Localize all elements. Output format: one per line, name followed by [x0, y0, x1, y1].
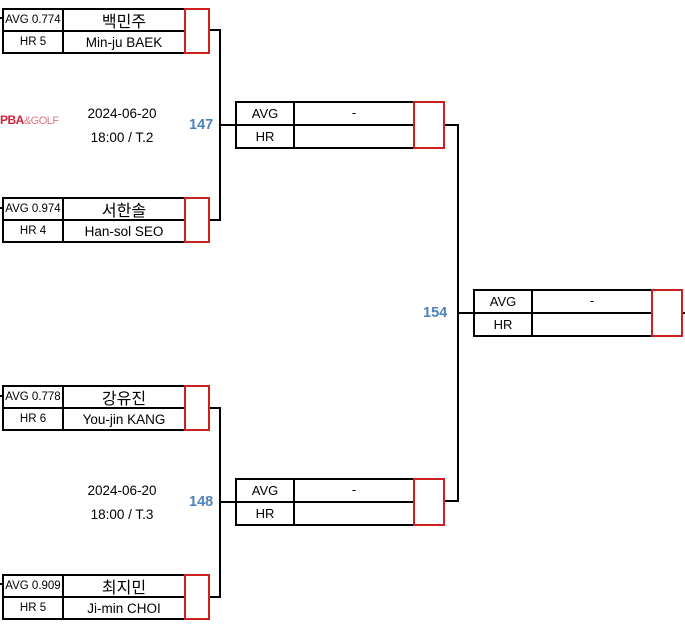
result-box: AVG HR -: [473, 289, 683, 337]
match-date: 2024-06-20: [87, 483, 157, 498]
player-name-english: Ji-min CHOI: [62, 597, 186, 620]
match-info: 2024-06-20 18:00 / T.2: [67, 102, 177, 150]
score-box: [184, 385, 210, 431]
match-info: 2024-06-20 18:00 / T.3: [67, 479, 177, 527]
player-box: AVG 0.974 HR 4 서한솔 Han-sol SEO: [2, 197, 210, 243]
match-number: 148: [189, 494, 214, 510]
result-box: AVG HR -: [235, 478, 445, 526]
player-name-english: Han-sol SEO: [62, 220, 186, 243]
result-hr-value: [531, 313, 653, 337]
result-avg-value: -: [293, 101, 415, 125]
result-hr-value: [293, 502, 415, 526]
player-box: AVG 0.778 HR 6 강유진 You-jin KANG: [2, 385, 210, 431]
result-avg-value: -: [293, 478, 415, 502]
match-number: 154: [423, 305, 448, 321]
score-box: [413, 478, 445, 526]
result-box: AVG HR -: [235, 101, 445, 149]
player-name-korean: 최지민: [62, 574, 186, 597]
match-number: 147: [189, 117, 214, 133]
result-avg-label: AVG: [473, 289, 533, 313]
player-hr: HR 4: [2, 220, 64, 243]
score-box: [184, 574, 210, 620]
match-time-table: 18:00 / T.3: [90, 507, 154, 522]
result-hr-label: HR: [235, 125, 295, 149]
score-box: [651, 289, 683, 337]
result-avg-label: AVG: [235, 478, 295, 502]
result-hr-label: HR: [235, 502, 295, 526]
player-avg: AVG 0.778: [2, 385, 64, 408]
player-box: AVG 0.909 HR 5 최지민 Ji-min CHOI: [2, 574, 210, 620]
player-name-english: Min-ju BAEK: [62, 31, 186, 54]
player-avg: AVG 0.974: [2, 197, 64, 220]
match-date: 2024-06-20: [87, 106, 157, 121]
result-hr-label: HR: [473, 313, 533, 337]
logo-text-golf: &GOLF: [23, 115, 59, 127]
player-hr: HR 6: [2, 408, 64, 431]
player-hr: HR 5: [2, 597, 64, 620]
logo-text-pba: PBA: [0, 113, 24, 127]
result-avg-value: -: [531, 289, 653, 313]
player-hr: HR 5: [2, 31, 64, 54]
score-box: [184, 197, 210, 243]
match-time-table: 18:00 / T.2: [90, 130, 154, 145]
player-name-english: You-jin KANG: [62, 408, 186, 431]
score-box: [413, 101, 445, 149]
score-box: [184, 8, 210, 54]
player-avg: AVG 0.909: [2, 574, 64, 597]
pba-golf-logo: PBA&GOLF: [0, 113, 59, 127]
player-name-korean: 백민주: [62, 8, 186, 31]
player-name-korean: 서한솔: [62, 197, 186, 220]
result-hr-value: [293, 125, 415, 149]
player-box: AVG 0.774 HR 5 백민주 Min-ju BAEK: [2, 8, 210, 54]
result-avg-label: AVG: [235, 101, 295, 125]
player-avg: AVG 0.774: [2, 8, 64, 31]
player-name-korean: 강유진: [62, 385, 186, 408]
